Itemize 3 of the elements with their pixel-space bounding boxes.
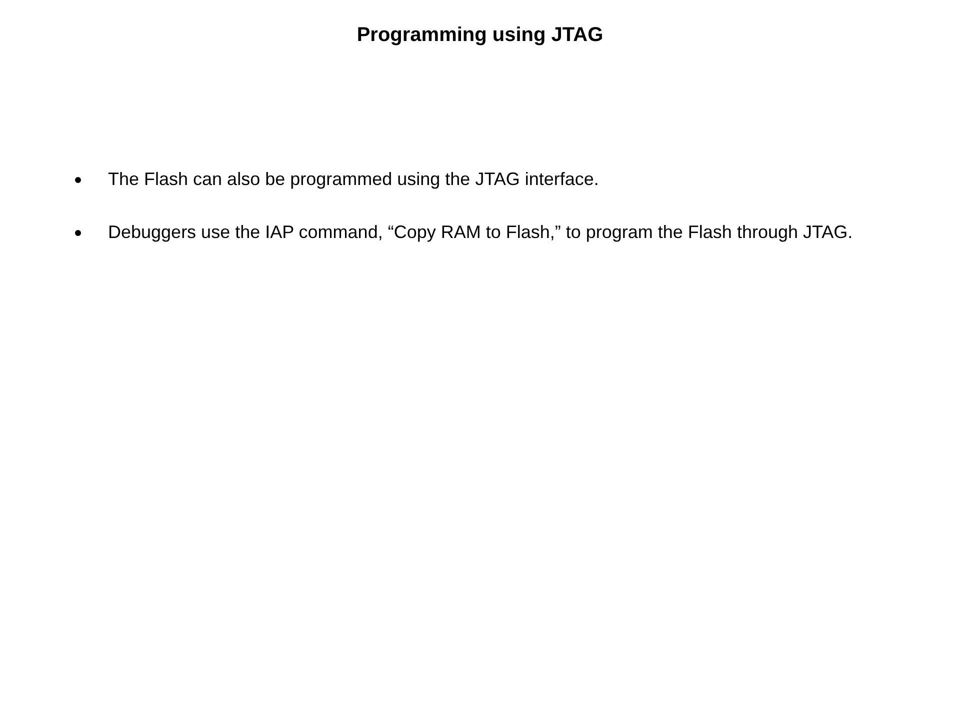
bullet-text: The Flash can also be programmed using the JTAG interface.: [108, 168, 600, 191]
bullet-text: Debuggers use the IAP command, “Copy RAM to Flash,” to program the Flash through JTAG.: [108, 221, 854, 244]
slide-title: Programming using JTAG: [356, 24, 604, 47]
